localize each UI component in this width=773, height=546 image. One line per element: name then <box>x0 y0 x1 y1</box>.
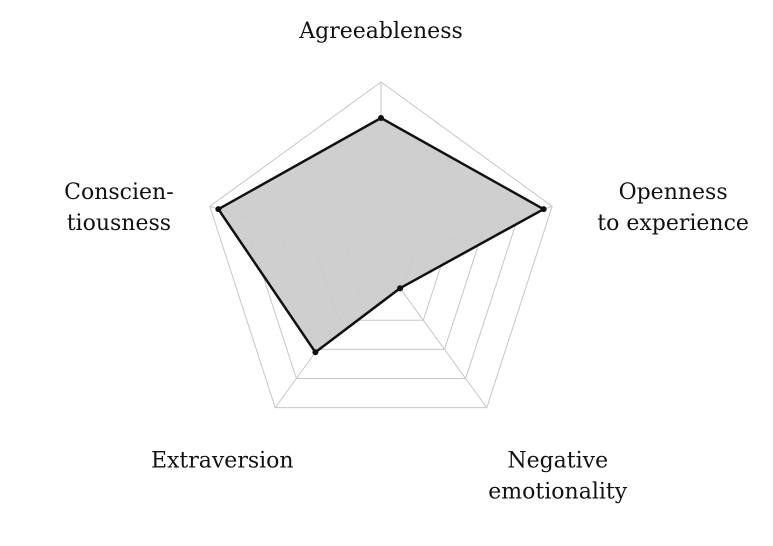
axis-label-0: Agreeableness <box>298 19 463 44</box>
axis-label-line: to experience <box>597 211 749 236</box>
axis-label-1: Openness to experience <box>597 180 749 236</box>
data-point-0 <box>378 115 384 121</box>
axis-label-line: tiousness <box>67 211 171 236</box>
axis-label-line: emotionality <box>488 479 627 504</box>
data-point-1 <box>540 206 547 213</box>
axis-label-line: Openness <box>619 180 728 205</box>
axis-label-line: Extraversion <box>151 448 294 473</box>
axis-label-line: Negative <box>507 448 608 473</box>
data-point-3 <box>312 349 319 356</box>
series-layer <box>215 115 547 356</box>
axis-label-line: Conscien- <box>64 180 174 205</box>
data-point-2 <box>397 285 404 292</box>
axis-label-3: Extraversion <box>151 448 294 473</box>
series-area <box>217 116 545 354</box>
grid-ring-5 <box>209 81 553 409</box>
axis-label-4: Conscien-tiousness <box>64 180 174 236</box>
axis-label-line: Agreeableness <box>298 19 463 44</box>
axis-label-2: Negative emotionality <box>488 448 627 504</box>
data-point-4 <box>215 206 222 213</box>
